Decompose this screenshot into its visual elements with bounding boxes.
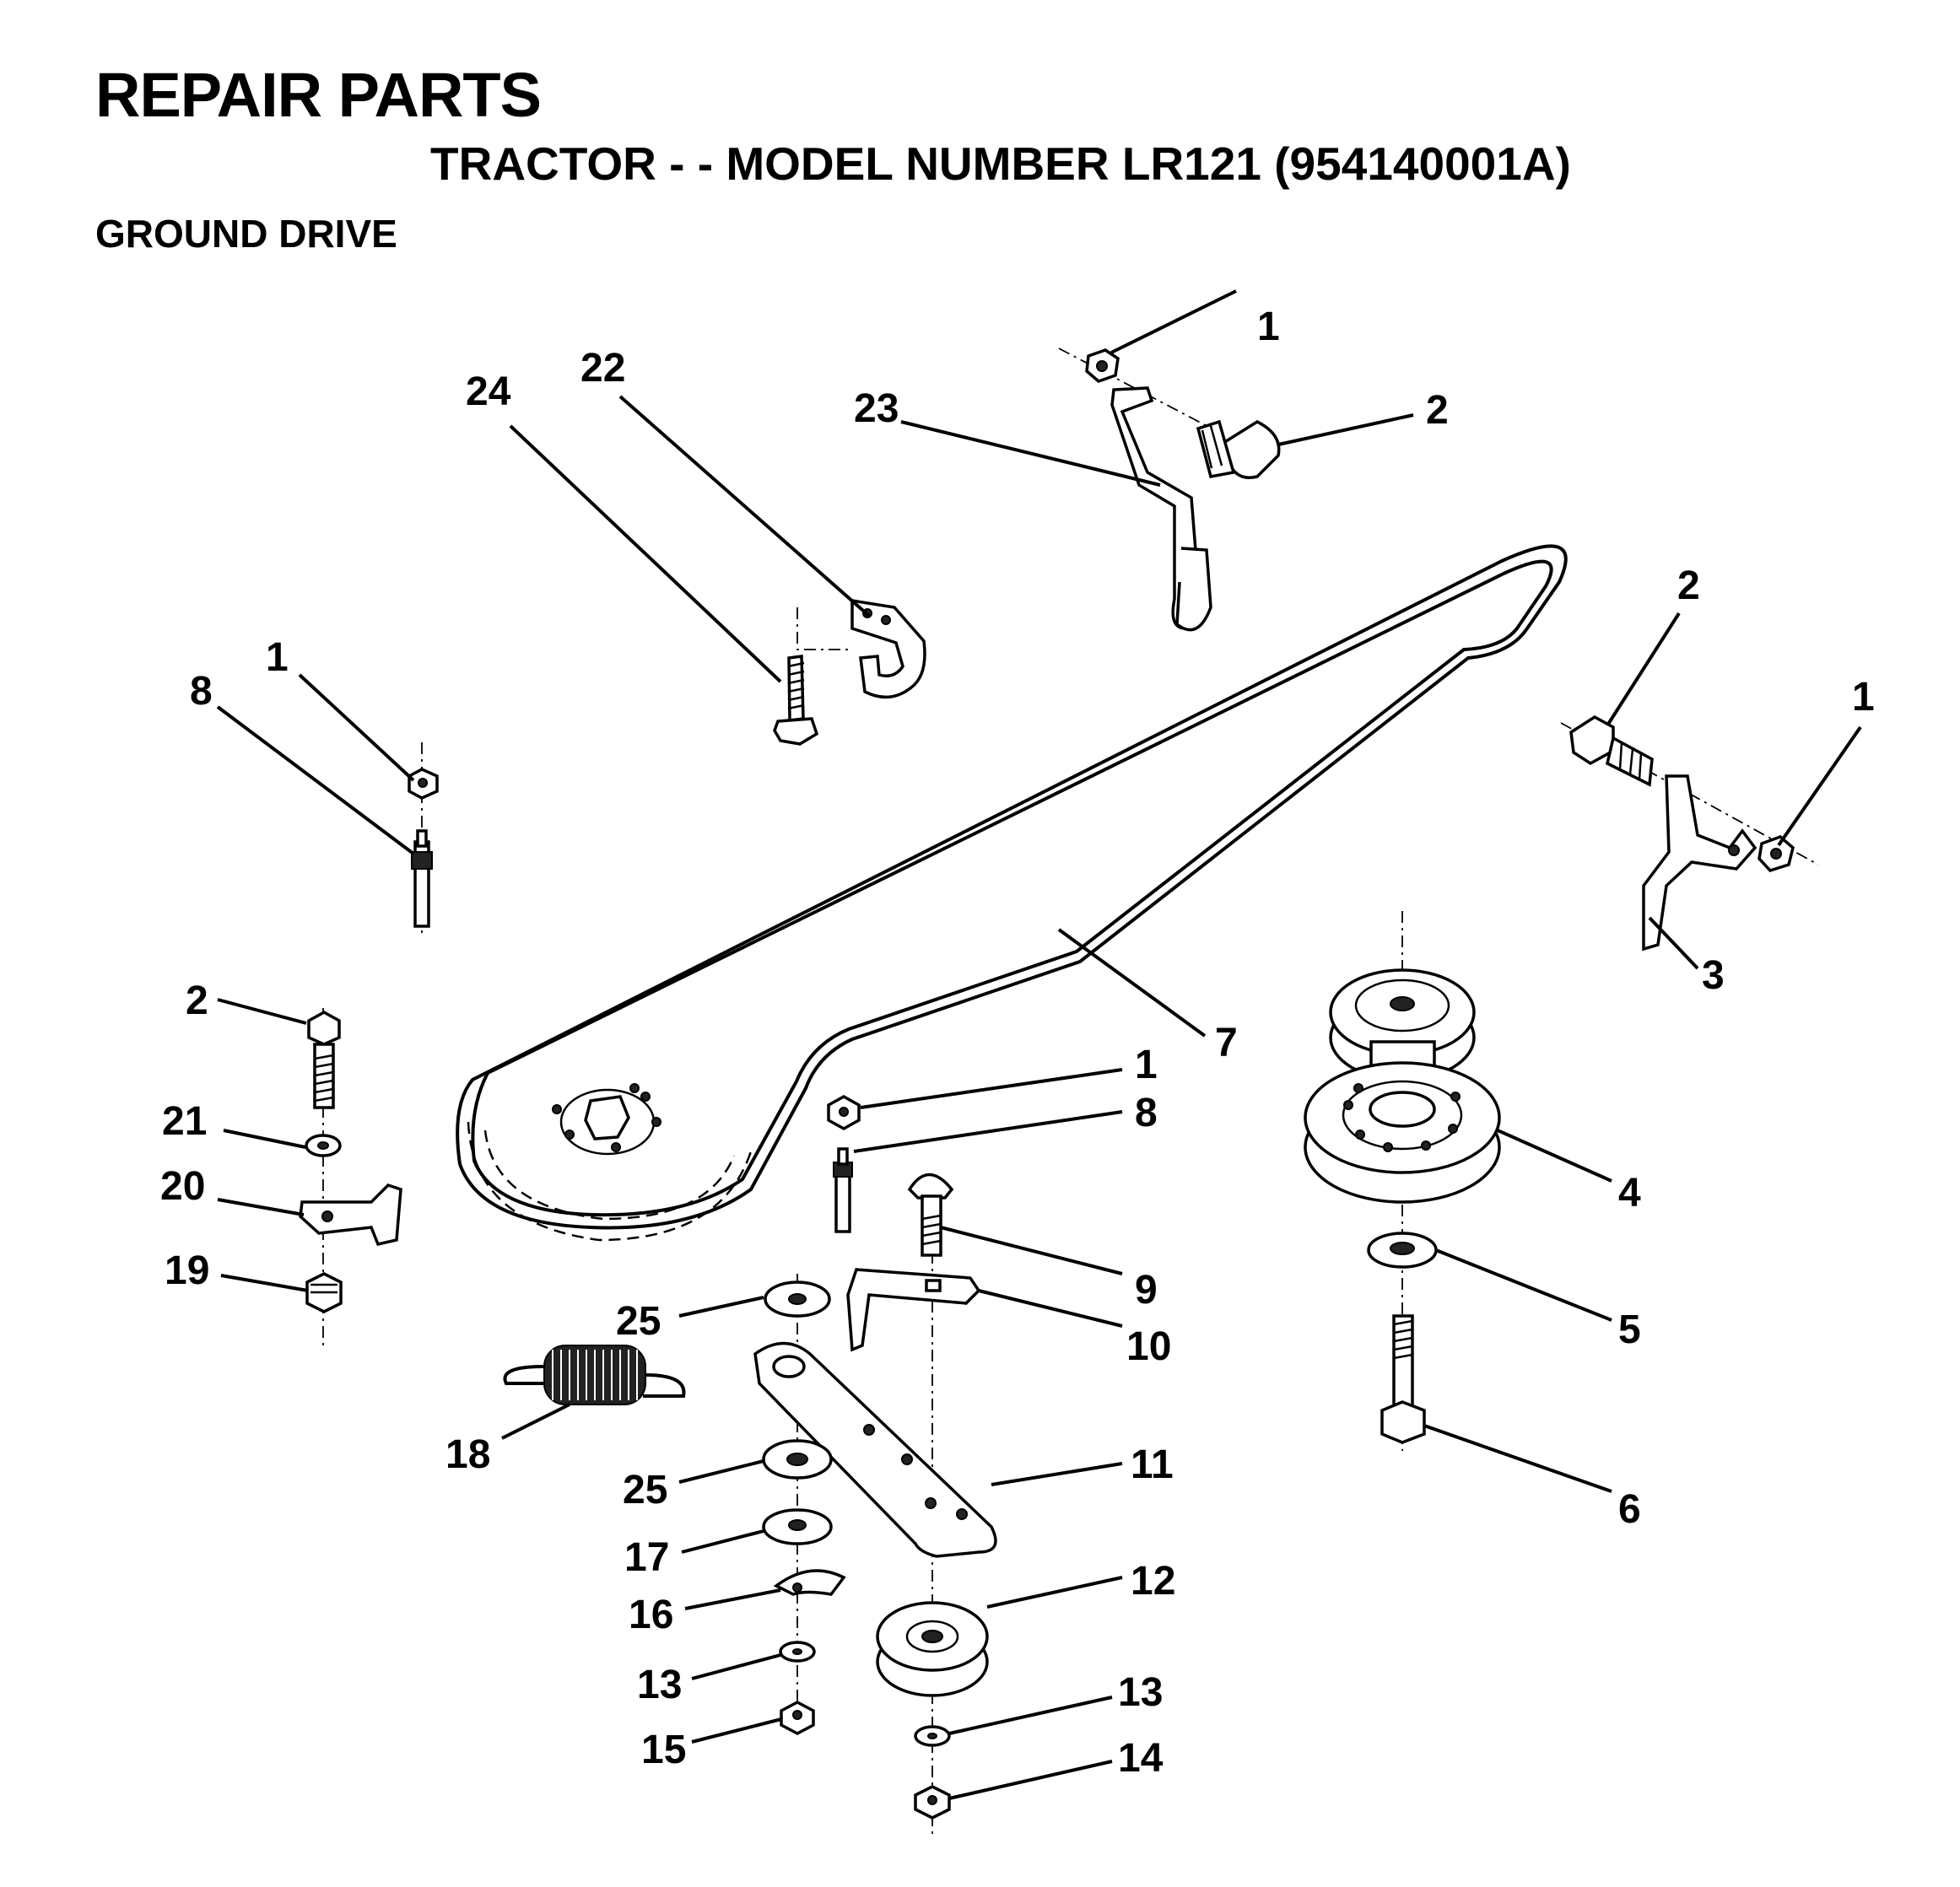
callout-18: 18: [445, 1432, 490, 1477]
model-subtitle: TRACTOR - - MODEL NUMBER LR121 (95414000…: [430, 137, 1571, 190]
bolt-bracket-stack: [299, 1008, 402, 1350]
transmission-pulley-assembly: [1304, 911, 1501, 1451]
callout-12: 12: [1131, 1559, 1175, 1604]
stud-assembly-center: [827, 1094, 861, 1233]
callout-24: 24: [466, 369, 511, 414]
callout-15: 15: [641, 1728, 686, 1772]
belt-guide-23: [1058, 348, 1281, 632]
callout-25: 25: [623, 1468, 667, 1512]
callout-13: 13: [637, 1663, 682, 1707]
callout-5: 5: [1618, 1307, 1641, 1352]
callout-2: 2: [186, 979, 208, 1023]
callout-1: 1: [266, 635, 289, 680]
callout-19: 19: [165, 1248, 209, 1293]
callout-16: 16: [629, 1593, 673, 1637]
belt-guide-22: [773, 598, 926, 746]
callout-20: 20: [160, 1164, 205, 1209]
callout-25: 25: [616, 1299, 661, 1344]
callout-1: 1: [1852, 675, 1875, 720]
callout-8: 8: [1135, 1091, 1158, 1135]
callout-11: 11: [1131, 1442, 1174, 1487]
callout-labels: 1 2 23 24 22 2 1 1 8 3 7 2 1 8 21 4 20 1…: [160, 305, 1875, 1781]
callout-8: 8: [190, 669, 213, 714]
callout-4: 4: [1618, 1171, 1641, 1216]
leader-lines: [216, 289, 1862, 1800]
callout-2: 2: [1677, 563, 1700, 608]
stud-assembly-left: [408, 742, 439, 936]
callout-23: 23: [854, 386, 899, 431]
callout-9: 9: [1135, 1268, 1158, 1313]
callout-13: 13: [1118, 1670, 1163, 1715]
callout-22: 22: [580, 346, 625, 391]
callout-1: 1: [1257, 305, 1280, 349]
callout-2: 2: [1426, 388, 1449, 433]
callout-7: 7: [1215, 1021, 1238, 1065]
engine-pulley: [552, 1083, 661, 1156]
callout-17: 17: [624, 1535, 669, 1580]
idler-arm-assembly: [753, 1173, 997, 1839]
callout-6: 6: [1618, 1487, 1641, 1532]
belt-guide-3: [1560, 714, 1819, 952]
drive-belt: [456, 544, 1568, 1242]
section-title: GROUND DRIVE: [95, 212, 397, 256]
callout-21: 21: [162, 1099, 207, 1144]
callout-10: 10: [1126, 1324, 1171, 1369]
callout-1: 1: [1135, 1043, 1158, 1087]
callout-14: 14: [1118, 1736, 1164, 1781]
tension-spring: [503, 1345, 686, 1405]
callout-3: 3: [1702, 953, 1725, 998]
page-title: REPAIR PARTS: [95, 60, 542, 130]
